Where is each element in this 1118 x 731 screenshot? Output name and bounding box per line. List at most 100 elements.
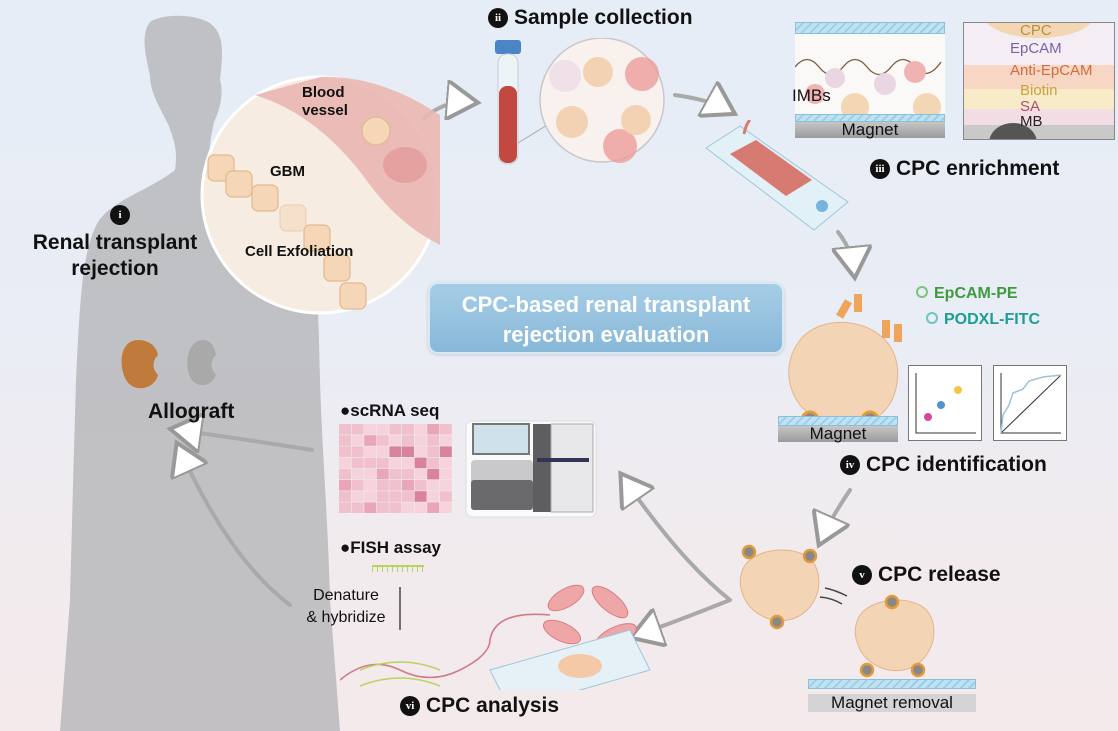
magnet-block-enrichment: Magnet (795, 121, 945, 138)
heatmap-cell (351, 502, 364, 513)
heatmap-cell (351, 446, 364, 457)
layer-cpc: CPC (1020, 22, 1052, 39)
center-title-box: CPC-based renal transplant rejection eva… (428, 282, 784, 354)
heatmap-cell (427, 468, 440, 480)
bound-cpc-cell (854, 594, 935, 678)
blood-cells-zoom (539, 38, 665, 163)
magnet-plate (795, 114, 945, 122)
heatmap-cell (439, 502, 452, 513)
heatmap-cell (402, 424, 414, 435)
heatmap-cell (427, 446, 440, 457)
heatmap-cell (439, 468, 452, 480)
method-scrna-seq: ●scRNA seq (340, 401, 440, 420)
heatmap-cell (364, 468, 377, 480)
layer-anti-epcam: Anti-EpCAM (1010, 62, 1093, 79)
fluorophore-icon (926, 312, 938, 324)
heatmap-cell (351, 491, 364, 502)
glomerulus-inset (200, 75, 440, 315)
heatmap-cell (339, 446, 351, 457)
kidney-icons (121, 340, 216, 389)
fluorophore-icon (916, 286, 928, 298)
roc-curve-thumbnail (993, 365, 1067, 441)
magnet-block-identification: Magnet (778, 425, 898, 442)
heatmap-cell (389, 435, 402, 446)
magnet-removal-label: Magnet removal (808, 694, 976, 712)
heatmap-cell (364, 446, 377, 457)
heatmap-cell (376, 435, 389, 446)
heatmap-cell (389, 457, 402, 469)
heatmap-cell (439, 424, 452, 435)
layer-biotin: Biotin (1020, 82, 1058, 99)
chip-ceiling (795, 22, 945, 34)
marker-epcam-pe: EpCAM-PE (916, 285, 1018, 303)
heatmap-cell (439, 446, 452, 457)
heatmap-cell (402, 435, 414, 446)
allograft-label: Allograft (148, 400, 235, 423)
heatmap-cell (427, 457, 440, 469)
heatmap-cell (439, 480, 452, 491)
heatmap-cell (414, 491, 427, 502)
heatmap-cell (414, 502, 427, 513)
heatmap-cell (427, 480, 440, 491)
heatmap-cell (376, 457, 389, 469)
heatmap-cell (376, 491, 389, 502)
heatmap-cell (351, 468, 364, 480)
arrow-step5-to-sequencing (625, 480, 732, 602)
heatmap-cell (351, 480, 364, 491)
heatmap-cell (339, 457, 351, 469)
method-fish-assay: ●FISH assay (340, 538, 441, 557)
imbs-label: IMBs (792, 86, 831, 105)
heatmap-cell (389, 446, 402, 457)
arrow-fish-to-allograft (180, 450, 292, 607)
arrow-step4-to-step5 (822, 488, 852, 538)
heatmap-cell (389, 502, 402, 513)
magnet-plate-release (808, 679, 976, 689)
heatmap-cell (402, 468, 414, 480)
heatmap-cell (376, 468, 389, 480)
heatmap-cell (439, 491, 452, 502)
layer-mb: MB (1020, 113, 1043, 130)
heatmap-cell (439, 457, 452, 469)
heatmap-cell (364, 491, 377, 502)
heatmap-cell (402, 457, 414, 469)
chromosome-fish-illustration (340, 584, 651, 690)
step1-number: i (110, 205, 136, 225)
heatmap-cell (389, 424, 402, 435)
heatmap-cell (402, 502, 414, 513)
heatmap-cell (402, 480, 414, 491)
center-title: CPC-based renal transplant rejection eva… (461, 292, 751, 347)
layer-epcam: EpCAM (1010, 40, 1062, 57)
heatmap-cell (364, 457, 377, 469)
scatter-plot-thumbnail (908, 365, 982, 441)
heatmap-cell (389, 480, 402, 491)
heatmap-cell (351, 424, 364, 435)
release-arrow-1 (824, 587, 848, 597)
heatmap-cell (376, 502, 389, 513)
heatmap-cell (339, 480, 351, 491)
heatmap-cell (402, 491, 414, 502)
sequencer-machine (465, 420, 597, 518)
heatmap-cell (389, 468, 402, 480)
heatmap-cell (427, 435, 440, 446)
heatmap-cell (364, 502, 377, 513)
heatmap-cell (376, 424, 389, 435)
heatmap-cell (427, 491, 440, 502)
released-cpc-cell (739, 544, 820, 630)
magnet-plate-identification (778, 416, 898, 426)
heatmap-cell (339, 491, 351, 502)
marker-podxl-fitc: PODXL-FITC (926, 311, 1040, 329)
heatmap-cell (376, 446, 389, 457)
heatmap-cell (364, 480, 377, 491)
heatmap-cell (414, 424, 427, 435)
scrna-heatmap (339, 424, 452, 513)
release-arrow-2 (819, 596, 843, 605)
binding-layers-box (963, 22, 1115, 140)
heatmap-cell (389, 491, 402, 502)
heatmap-cell (439, 435, 452, 446)
arrow-step3-to-step4 (838, 230, 854, 270)
